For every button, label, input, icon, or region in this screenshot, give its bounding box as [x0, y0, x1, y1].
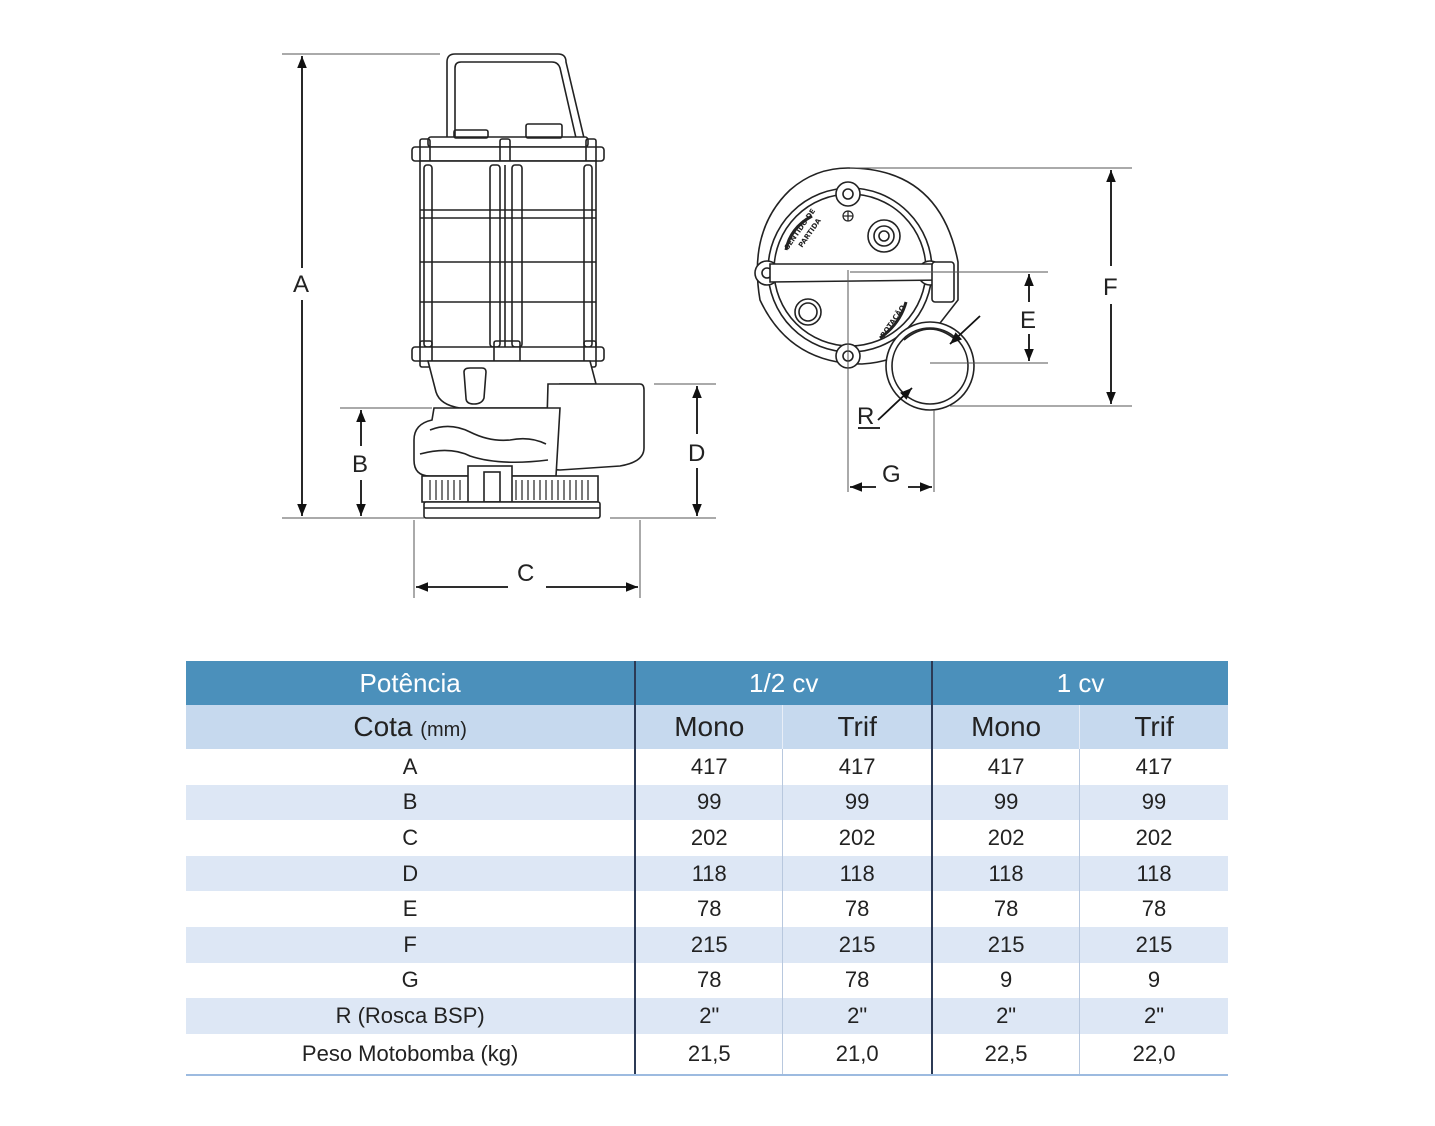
- dim-label-a: A: [293, 271, 309, 298]
- cell-value: 99: [931, 784, 1080, 821]
- cell-value: 417: [782, 749, 933, 785]
- dim-label-f: F: [1103, 274, 1118, 301]
- cell-value: 21,5: [634, 1033, 783, 1076]
- row-label: G: [401, 967, 419, 993]
- cell-value: 22,0: [1079, 1033, 1228, 1076]
- cell-value: 78: [931, 891, 1080, 927]
- pump-top-view: [754, 167, 975, 411]
- cell-value: 202: [931, 820, 1080, 856]
- row-label: E: [402, 896, 418, 922]
- cell-value: 215: [1079, 926, 1228, 963]
- table-row: C 202 202 202 202: [186, 820, 1228, 856]
- cell-value: 9: [1079, 962, 1228, 999]
- dim-label-c: C: [517, 560, 534, 587]
- table-subheader-row: Cota (mm) Mono Trif Mono Trif: [186, 705, 1228, 749]
- cell-value: 215: [634, 926, 783, 963]
- cell-value: 2": [634, 998, 783, 1034]
- header-cota-label: Cota: [353, 711, 413, 742]
- cell-value: 21,0: [782, 1033, 933, 1076]
- dimensions-table: Potência 1/2 cv 1 cv Cota (mm) Mono Trif…: [186, 661, 1228, 1076]
- table-row: G 78 78 9 9: [186, 962, 1228, 999]
- header-group-one-cv: 1 cv: [931, 661, 1228, 705]
- header-group-half-cv: 1/2 cv: [634, 661, 933, 705]
- table-row: B 99 99 99 99: [186, 784, 1228, 821]
- row-label: D: [186, 855, 636, 892]
- row-label: A: [402, 753, 418, 779]
- subheader-mono-2: Mono: [931, 705, 1080, 749]
- top-view-dimension-labels: F E G R: [857, 274, 1118, 488]
- row-label: R (Rosca BSP): [186, 998, 636, 1034]
- cell-value: 417: [931, 749, 1080, 785]
- cell-value: 417: [1079, 749, 1228, 785]
- cell-value: 78: [1079, 891, 1228, 927]
- cell-value: 417: [634, 749, 783, 785]
- cell-value: 99: [634, 784, 783, 821]
- cell-value: 99: [782, 784, 933, 821]
- subheader-mono-1: Mono: [634, 705, 783, 749]
- cell-value: 9: [931, 962, 1080, 999]
- dim-label-g: G: [882, 461, 901, 488]
- dim-r-arrow: [877, 387, 913, 421]
- cell-value: 22,5: [931, 1033, 1080, 1076]
- table-row: R (Rosca BSP) 2" 2" 2" 2": [186, 998, 1228, 1034]
- cell-value: 78: [782, 891, 933, 927]
- cell-value: 2": [931, 998, 1080, 1034]
- cell-value: 118: [634, 855, 783, 892]
- side-view-dimension-labels: A B D C: [293, 271, 705, 587]
- header-power: Potência: [186, 661, 636, 705]
- cell-value: 78: [782, 962, 933, 999]
- cell-value: 78: [634, 962, 783, 999]
- cell-value: 202: [1079, 820, 1228, 856]
- cell-value: 118: [931, 855, 1080, 892]
- dim-label-d: D: [688, 440, 705, 467]
- side-view-dimension-arrows: [297, 56, 702, 592]
- table-row: A 417 417 417 417: [186, 749, 1228, 785]
- row-label: F: [186, 926, 636, 963]
- header-cota-unit: (mm): [420, 719, 467, 741]
- cell-value: 215: [782, 926, 933, 963]
- row-label: B: [186, 784, 636, 821]
- table-header-row: Potência 1/2 cv 1 cv: [186, 661, 1228, 705]
- row-label: Peso Motobomba (kg): [186, 1033, 636, 1076]
- cell-value: 118: [1079, 855, 1228, 892]
- dim-label-r: R: [857, 403, 874, 430]
- subheader-trif-2: Trif: [1079, 705, 1228, 749]
- side-view-extension-lines: [282, 53, 716, 598]
- cell-value: 2": [782, 998, 933, 1034]
- top-view-dimension-arrows: [850, 170, 1116, 492]
- table-row: E 78 78 78 78: [186, 891, 1228, 927]
- cell-value: 215: [931, 926, 1080, 963]
- cell-value: 202: [782, 820, 933, 856]
- table-row: Peso Motobomba (kg) 21,5 21,0 22,5 22,0: [186, 1033, 1228, 1076]
- dim-label-e: E: [1020, 307, 1036, 334]
- header-cota: Cota (mm): [186, 705, 636, 749]
- pump-side-view: [411, 53, 645, 519]
- cell-value: 99: [1079, 784, 1228, 821]
- dim-label-b: B: [352, 451, 368, 478]
- pump-technical-drawing: A B D C: [282, 53, 1132, 598]
- cell-value: 118: [782, 855, 933, 892]
- table-row: D 118 118 118 118: [186, 855, 1228, 892]
- top-view-extension-lines: [847, 167, 1132, 492]
- cell-value: 2": [1079, 998, 1228, 1034]
- table-row: F 215 215 215 215: [186, 926, 1228, 963]
- subheader-trif-1: Trif: [782, 705, 933, 749]
- cell-value: 202: [634, 820, 783, 856]
- cell-value: 78: [634, 891, 783, 927]
- row-label: C: [402, 824, 419, 850]
